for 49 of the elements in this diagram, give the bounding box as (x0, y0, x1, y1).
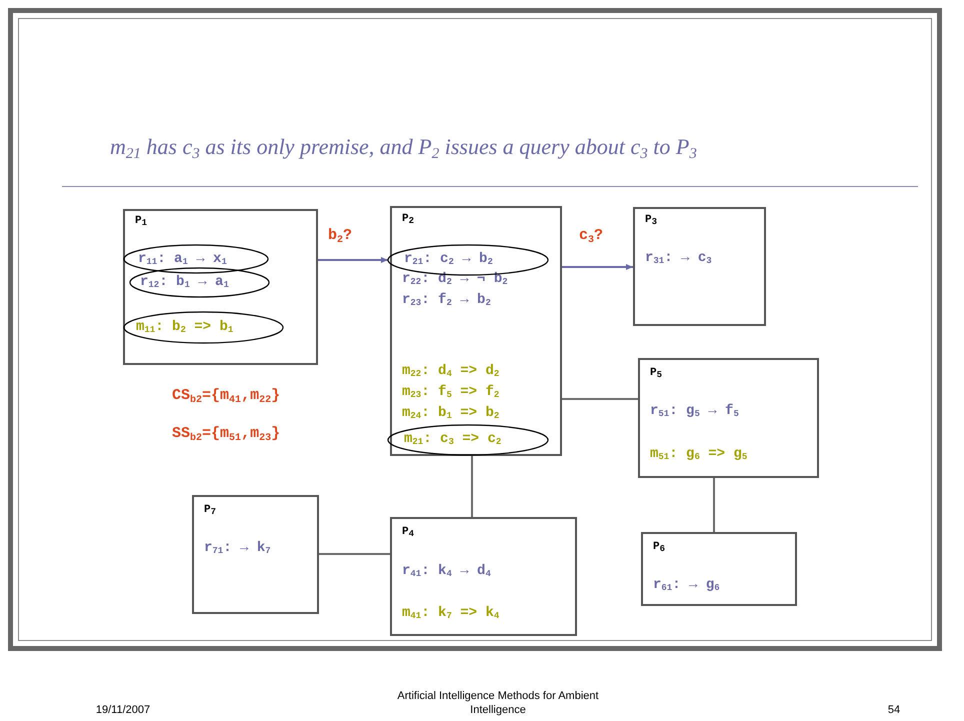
rule-ellipse (130, 268, 269, 297)
set-label: SS$_{b2}$={m$_{51}$,m$_{23}$} (172, 425, 282, 444)
rule-text: r$_{21}$: c$_{2}$ → b$_{2}$ (404, 252, 493, 266)
rule-text: r$_{11}$: a$_{1}$ → x$_{1}$ (138, 252, 227, 266)
peer-name: P$_{1}$ (135, 216, 148, 227)
rule-text: m$_{23}$: f$_{5}$ => f$_{2}$ (402, 385, 500, 399)
rule-text: m$_{24}$: b$_{1}$ => b$_{2}$ (402, 406, 500, 420)
rule-text: r$_{12}$: b$_{1}$ → a$_{1}$ (140, 275, 229, 289)
rule-text: m$_{21}$: c$_{3}$ => c$_{2}$ (404, 432, 502, 446)
rule-text: r$_{22}$: d$_{2}$ → ¬ b$_{2}$ (402, 272, 508, 286)
rule-ellipse (388, 425, 548, 455)
peer-name: P$_{5}$ (650, 368, 662, 379)
peer-box (123, 209, 318, 365)
rule-ellipse (124, 245, 268, 273)
rule-text: m$_{51}$: g$_{6}$ => g$_{5}$ (650, 447, 748, 461)
edge-label: c$_{3}$? (579, 228, 604, 243)
peer-box (390, 517, 577, 636)
rule-text: r$_{61}$: → g$_{6}$ (653, 578, 720, 592)
connector-line (471, 456, 473, 517)
connector-line (713, 478, 715, 532)
rule-text: r$_{41}$: k$_{4}$ → d$_{4}$ (402, 564, 491, 578)
rule-ellipse (124, 312, 283, 343)
rule-text: r$_{23}$: f$_{2}$ → b$_{2}$ (402, 293, 491, 307)
slide-title: m$_{21}$ has c$_{3}$ as its only premise, and P$_{2}$ issues a query about c$_{3}$ to P$_{3}$ (110, 133, 697, 163)
arrow (318, 257, 388, 263)
edge-label: b$_{2}$? (328, 228, 352, 243)
rule-text: m$_{22}$: d$_{4}$ => d$_{2}$ (402, 364, 500, 378)
peer-box (390, 206, 562, 456)
peer-name: P$_{2}$ (402, 214, 414, 225)
rule-text: m$_{41}$: k$_{7}$ => k$_{4}$ (402, 606, 500, 620)
peer-name: P$_{4}$ (402, 527, 414, 538)
peer-box (192, 495, 319, 614)
peer-box (641, 532, 797, 606)
peer-box (633, 207, 766, 326)
rule-text: r$_{31}$: → c$_{3}$ (645, 251, 712, 265)
rule-text: m$_{11}$: b$_{2}$ => b$_{1}$ (136, 320, 234, 334)
footer-text: 54 (886, 704, 902, 718)
footer-text: Artificial Intelligence Methods for Ambient Intelligence (396, 690, 600, 718)
peer-name: P$_{3}$ (645, 215, 658, 226)
rule-text: r$_{71}$: → k$_{7}$ (204, 541, 271, 555)
set-label: CS$_{b2}$={m$_{41}$,m$_{22}$} (172, 387, 282, 406)
arrow (562, 264, 633, 270)
peer-box (638, 358, 819, 478)
peer-name: P$_{6}$ (653, 542, 666, 553)
footer-text: 19/11/2007 (94, 704, 152, 718)
connector-line (562, 398, 638, 400)
connector-line (319, 553, 390, 555)
peer-name: P$_{7}$ (204, 505, 216, 516)
rule-text: r$_{51}$: g$_{5}$ → f$_{5}$ (650, 404, 739, 418)
